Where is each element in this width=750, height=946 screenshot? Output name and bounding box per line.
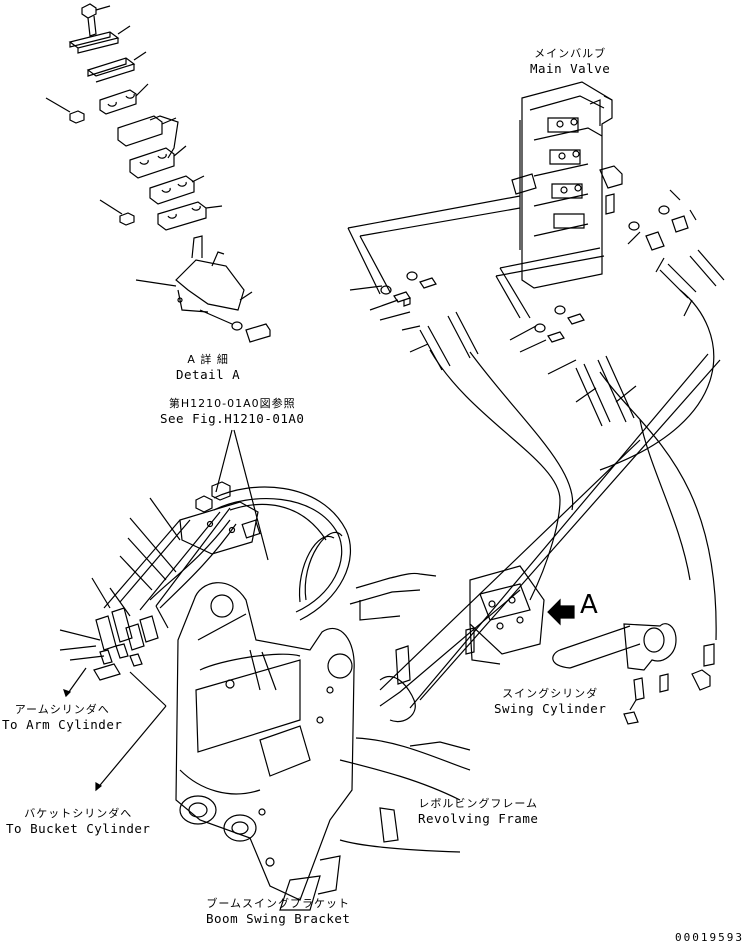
hydraulic-hoses [347, 195, 721, 709]
main-valve-label-en: Main Valve [530, 61, 611, 76]
revolving-frame-label: レボルビングフレーム Revolving Frame [418, 796, 538, 826]
bucket-cylinder-label-en: To Bucket Cylinder [6, 821, 151, 836]
detail-a-label-jp: A 詳 細 [187, 353, 229, 366]
detail-a-label: A 詳 細 Detail A [176, 352, 240, 382]
boom-swing-bracket-label: ブームスイングブラケット Boom Swing Bracket [206, 896, 350, 926]
detail-a-clamp-stack [45, 3, 271, 343]
hose-clamp-assembly [149, 429, 351, 621]
see-fig-label-jp: 第H1210-01A0図参照 [168, 397, 296, 410]
swing-cylinder-label: スイングシリンダ Swing Cylinder [494, 686, 606, 716]
boom-swing-bracket-label-en: Boom Swing Bracket [206, 911, 351, 926]
boom-swing-bracket-label-jp: ブームスイングブラケット [206, 897, 351, 910]
swing-cylinder-label-jp: スイングシリンダ [502, 687, 599, 700]
revolving-frame-label-en: Revolving Frame [418, 811, 539, 826]
swing-cylinder-label-en: Swing Cylinder [494, 701, 607, 716]
arm-cylinder-label-en: To Arm Cylinder [2, 717, 123, 732]
see-fig-label-en: See Fig.H1210-01A0 [160, 411, 305, 426]
revolving-frame-label-jp: レボルビングフレーム [418, 797, 539, 810]
main-valve-label-jp: メインバルブ [534, 47, 607, 60]
boom-swing-bracket [175, 531, 355, 901]
main-valve [511, 81, 623, 289]
valve-fittings [349, 189, 725, 427]
manifold-block [465, 565, 545, 665]
detail-a-label-en: Detail A [176, 367, 241, 382]
arm-cylinder-label: アームシリンダへ To Arm Cylinder [2, 702, 122, 732]
view-arrow [547, 598, 575, 626]
see-fig-label: 第H1210-01A0図参照 See Fig.H1210-01A0 [160, 396, 304, 426]
cylinder-hose-ends [59, 497, 231, 792]
swing-cylinder [552, 623, 715, 725]
view-arrow-letter: A [580, 590, 598, 620]
drawing-number: 00019593 [675, 931, 744, 944]
revolving-frame [279, 572, 471, 911]
bucket-cylinder-label: バケットシリンダへ To Bucket Cylinder [6, 806, 150, 836]
arm-cylinder-label-jp: アームシリンダへ [14, 703, 110, 716]
bucket-cylinder-label-jp: バケットシリンダへ [24, 807, 133, 820]
main-valve-label: メインバルブ Main Valve [530, 46, 610, 76]
